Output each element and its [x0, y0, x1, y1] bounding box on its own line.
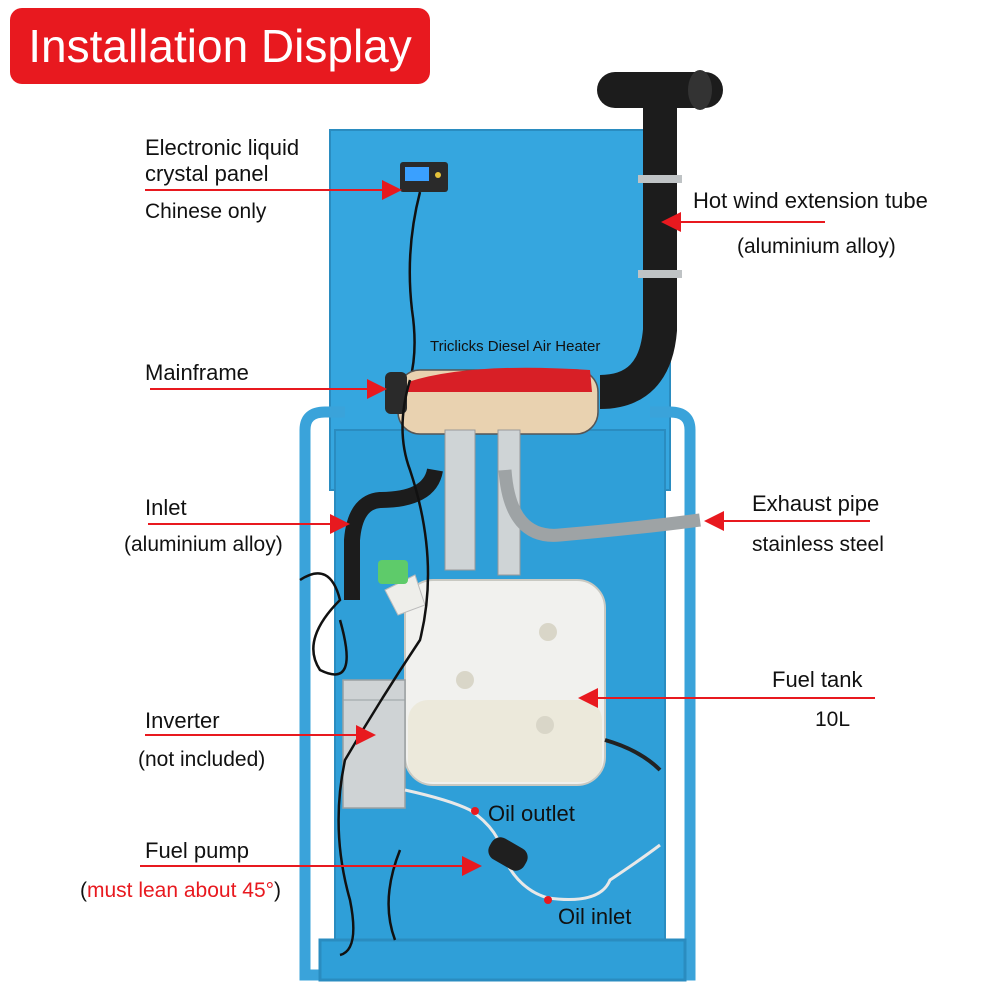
frame-left-rail: [299, 406, 345, 981]
fuel-tank-note: 10L: [815, 708, 851, 731]
fuel-line: [404, 788, 661, 902]
fuel-pump-label: Fuel pump: [145, 838, 249, 863]
hot-wind-tube-label: Hot wind extension tube: [693, 188, 928, 213]
lcd-panel-note: Chinese only: [145, 200, 267, 223]
oil-inlet-marker: [544, 896, 552, 904]
fuel-pump-note-close: ): [274, 879, 282, 902]
inlet-label: Inlet: [145, 495, 187, 520]
lcd-panel-label: Electronic liquid crystal panel: [145, 135, 300, 186]
inverter-note: (not included): [138, 748, 266, 771]
exhaust-pipe-label: Exhaust pipe: [752, 491, 880, 516]
fuel-pump-note: (must lean about 45°): [80, 878, 281, 904]
fuel-pump-note-open: (: [80, 879, 87, 902]
oil-inlet-label: Oil inlet: [558, 904, 632, 929]
fuel-tank-label: Fuel tank: [772, 667, 863, 692]
frame-base: [318, 938, 687, 982]
hot-wind-tube: [599, 100, 677, 409]
hot-wind-tube-note: (aluminium alloy): [737, 235, 896, 258]
exhaust-pipe: [498, 469, 701, 542]
page-title: Installation Display: [10, 8, 430, 84]
inlet-note: (aluminium alloy): [124, 533, 283, 556]
frame-right-rail: [650, 406, 696, 981]
heater-model-label: Triclicks Diesel Air Heater: [430, 338, 601, 355]
inlet-pipe: [344, 468, 443, 600]
exhaust-pipe-note: stainless steel: [752, 533, 884, 556]
oil-outlet-marker: [471, 807, 479, 815]
fuel-pump: [488, 837, 528, 871]
heater-bracket: [444, 429, 476, 571]
fuel-pump-note-warning: must lean about 45°: [87, 879, 275, 902]
inverter: [342, 679, 406, 809]
wiring-harness: [337, 379, 430, 957]
oil-outlet-label: Oil outlet: [488, 801, 575, 826]
inverter-label: Inverter: [145, 708, 220, 733]
mainframe-label: Mainframe: [145, 360, 249, 385]
